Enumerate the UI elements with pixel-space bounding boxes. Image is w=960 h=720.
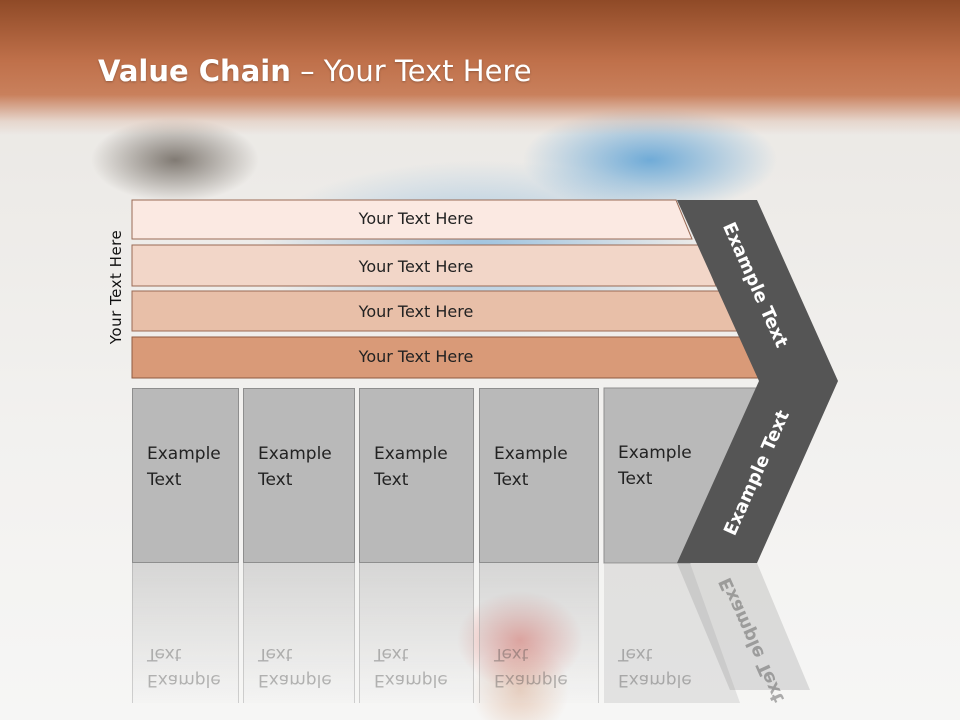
bar-label-4: Your Text Here: [358, 347, 474, 366]
slide-title[interactable]: Value Chain – Your Text Here: [98, 54, 532, 88]
bar-label-1: Your Text Here: [358, 209, 474, 228]
bar-label-3: Your Text Here: [358, 302, 474, 321]
chevron-arrow-reflection: [677, 563, 810, 690]
title-rest: – Your Text Here: [290, 54, 532, 88]
bar-label-2: Your Text Here: [358, 257, 474, 276]
cell-reflection-5: [604, 563, 740, 703]
title-bold: Value Chain: [98, 54, 291, 88]
title-banner: [0, 0, 960, 135]
bar-shape-1[interactable]: [131, 199, 693, 240]
chevron-arrow[interactable]: [677, 200, 838, 563]
